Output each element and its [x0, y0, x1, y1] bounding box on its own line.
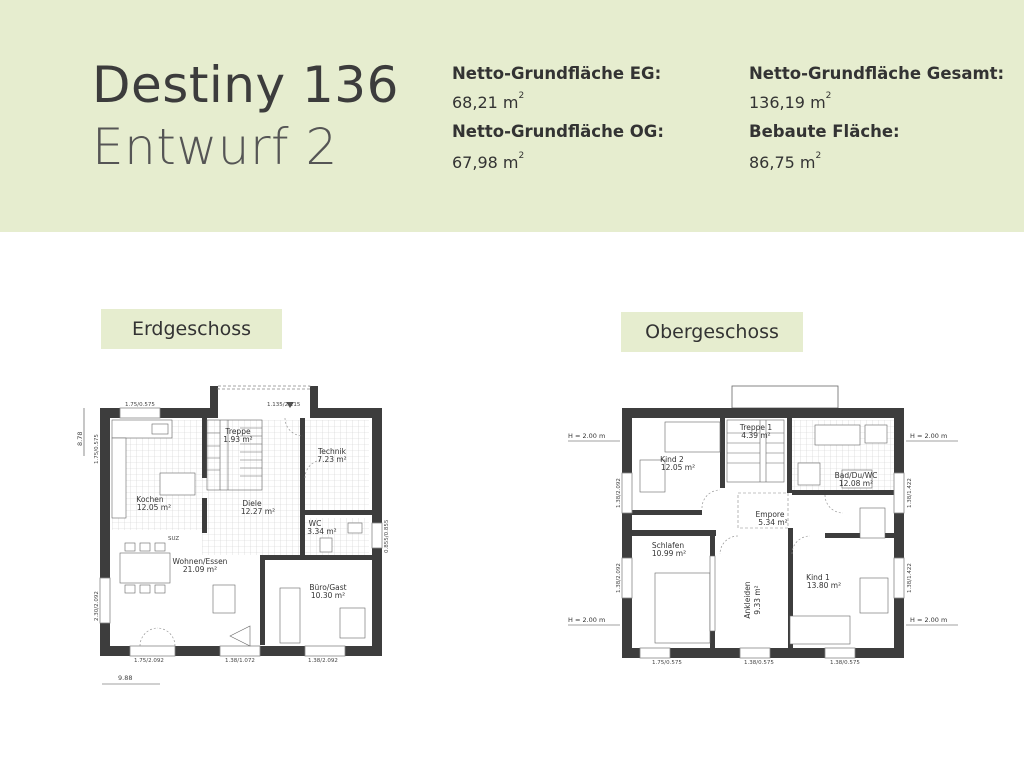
- sink-icon: [151, 423, 169, 435]
- dim-og-left-2: 1.38/2.092: [616, 563, 622, 593]
- office-desk: [339, 607, 366, 639]
- dim-og-right-1: 1.38/1.422: [907, 478, 913, 508]
- og-h-left-bottom: H = 2.00 m: [568, 616, 605, 624]
- dim-eg-bottom-3: 1.38/2.092: [308, 658, 338, 664]
- dining-table: [119, 552, 171, 584]
- room-schlafen-name: Schlafen: [652, 541, 685, 550]
- eg-stairs: [206, 419, 263, 491]
- room-kind1-area: 13.80 m²: [807, 581, 841, 590]
- og-h-right-top: H = 2.00 m: [910, 432, 947, 440]
- room-wc-area: 3.34 m²: [307, 527, 336, 536]
- room-wohnen-area: 21.09 m²: [183, 565, 217, 574]
- room-treppe1-name: Treppe 1: [739, 423, 773, 432]
- room-diele-area: 12.27 m²: [241, 507, 275, 516]
- room-bad-name: Bad/Du/WC: [835, 471, 878, 480]
- kitchen-side-counter: [111, 437, 127, 519]
- dim-og-right-2: 1.38/1.422: [907, 563, 913, 593]
- room-wc-name: WC: [309, 519, 322, 528]
- room-wohnen-name: Wohnen/Essen: [173, 557, 228, 566]
- og-stairs: [726, 419, 785, 483]
- stat-label-og: Netto-Grundfläche OG:: [452, 122, 664, 141]
- eg-door-swings: [139, 417, 324, 647]
- room-kind2-area: 12.05 m²: [661, 463, 695, 472]
- dim-eg-right: 0.855/0.855: [384, 519, 390, 553]
- dim-og-left-1: 1.38/2.092: [616, 478, 622, 508]
- kitchen-counter: [111, 419, 173, 439]
- page-title: Destiny 136: [92, 56, 399, 114]
- room-kind1-name: Kind 1: [806, 573, 830, 582]
- og-h-right-bottom: H = 2.00 m: [910, 616, 947, 624]
- hall-tiles: [202, 420, 302, 555]
- stat-value-total: 136,19 m2: [749, 91, 832, 112]
- stat-value-og: 67,98 m2: [452, 151, 525, 172]
- room-ankleiden-area: 9.33 m²: [753, 585, 762, 614]
- room-empore-name: Empore: [756, 510, 785, 519]
- stat-label-built: Bebaute Fläche:: [749, 122, 900, 141]
- room-ankleiden-name: Ankleiden: [743, 581, 752, 618]
- room-buero-area: 10.30 m²: [311, 591, 345, 600]
- dim-eg-height: 8.78: [76, 432, 84, 446]
- dim-eg-left-bottom: 2.30/2.092: [94, 591, 100, 621]
- dim-og-bottom-2: 1.38/0.575: [744, 660, 774, 666]
- page-subtitle: Entwurf 2: [92, 118, 338, 176]
- room-technik-area: 7.23 m²: [317, 455, 346, 464]
- kitchen-island: [159, 472, 196, 496]
- dim-eg-width: 9.88: [118, 674, 132, 682]
- floorplan-obergeschoss: Kind 2 12.05 m² Treppe 1 4.39 m² Bad/Du/…: [568, 385, 958, 666]
- og-h-lines: [568, 440, 958, 626]
- room-kochen-area: 12.05 m²: [137, 503, 171, 512]
- room-technik-name: Technik: [317, 447, 347, 456]
- header-banner: Destiny 136 Entwurf 2 Netto-Grundfläche …: [0, 0, 1024, 232]
- dim-eg-top-left: 1.75/0.575: [125, 402, 155, 408]
- room-empore-area: 5.34 m²: [758, 518, 787, 527]
- dining-chairs: [124, 542, 166, 594]
- stat-label-total: Netto-Grundfläche Gesamt:: [749, 64, 1005, 83]
- tab-erdgeschoss[interactable]: Erdgeschoss: [101, 309, 282, 349]
- technik-tiles: [305, 420, 369, 510]
- living-furniture: [229, 625, 251, 647]
- room-kind2-name: Kind 2: [660, 455, 684, 464]
- entrance-canopy: [217, 385, 311, 390]
- room-treppe1-area: 4.39 m²: [741, 431, 770, 440]
- dim-eg-bottom-2: 1.38/1.072: [225, 658, 255, 664]
- dim-eg-door-top: 1.135/2.215: [267, 402, 301, 408]
- wc-basin-icon: [347, 522, 363, 534]
- tab-obergeschoss[interactable]: Obergeschoss: [621, 312, 803, 352]
- room-kochen-name: Kochen: [136, 495, 164, 504]
- empore-void: [737, 492, 789, 529]
- og-h-left-top: H = 2.00 m: [568, 432, 605, 440]
- room-schlafen-area: 10.99 m²: [652, 549, 686, 558]
- room-diele-name: Diele: [242, 499, 262, 508]
- dim-og-bottom-1: 1.75/0.575: [652, 660, 682, 666]
- balcony: [731, 385, 839, 409]
- eg-windows: [99, 407, 383, 657]
- armchair: [212, 584, 236, 614]
- dim-eg-bottom-1: 1.75/2.092: [134, 658, 164, 664]
- stat-value-built: 86,75 m2: [749, 151, 822, 172]
- dim-eg-left-top: 1.75/0.575: [94, 434, 100, 464]
- room-treppe-area: 1.93 m²: [223, 435, 252, 444]
- office-bed: [279, 587, 301, 644]
- room-buero-name: Büro/Gast: [309, 583, 346, 592]
- og-furniture: [639, 421, 889, 645]
- og-door-swings: [701, 489, 844, 555]
- entrance-arrow-icon: [286, 402, 294, 408]
- toilet-icon: [319, 537, 333, 553]
- eg-suz-label: SUZ: [168, 536, 179, 542]
- og-windows: [621, 472, 905, 659]
- stat-label-eg: Netto-Grundfläche EG:: [452, 64, 662, 83]
- room-treppe-name: Treppe: [224, 427, 251, 436]
- floorplan-erdgeschoss: Treppe 1.93 m² Technik 7.23 m² Kochen 12…: [76, 385, 390, 685]
- dim-og-bottom-3: 1.38/0.575: [830, 660, 860, 666]
- room-bad-area: 12.08 m²: [839, 479, 873, 488]
- stat-value-eg: 68,21 m2: [452, 91, 525, 112]
